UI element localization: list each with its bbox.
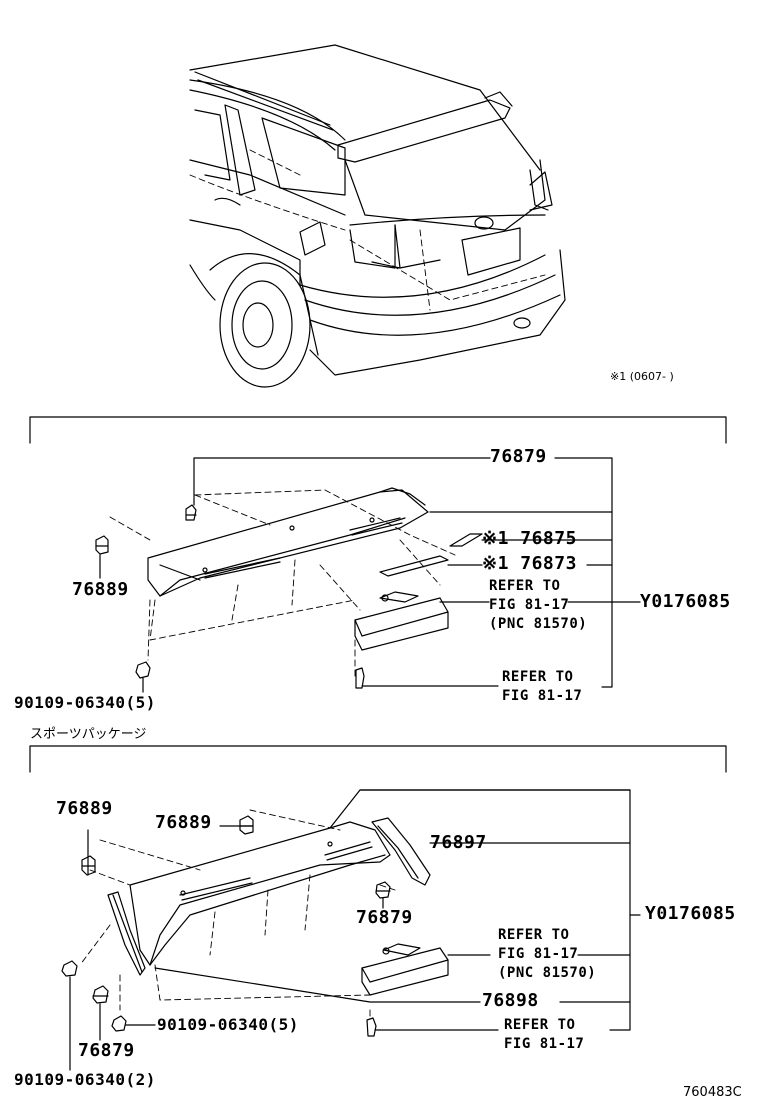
bolt-90109-5 — [112, 1016, 126, 1031]
refer-to-text: REFER TO — [504, 1017, 576, 1033]
part-76897 — [372, 818, 430, 885]
sports-package-heading: スポーツパッケージ — [30, 727, 147, 742]
refer-to-text: REFER TO — [502, 669, 574, 685]
refer-to-fig-block-1[interactable]: REFER TO FIG 81-17 (PNC 81570) — [489, 577, 587, 634]
refer-to-fig-block-4[interactable]: REFER TO FIG 81-17 — [504, 1016, 584, 1054]
section2-bracket — [30, 746, 726, 772]
bolt-90109 — [136, 662, 150, 678]
clip-76889-b — [240, 816, 253, 834]
part-number-76889-a[interactable]: 76889 — [56, 798, 113, 819]
assembly-number[interactable]: Y0176085 — [640, 591, 731, 612]
pnc-reference: (PNC 81570) — [498, 965, 597, 981]
refer-to-fig-block-2[interactable]: REFER TO FIG 81-17 — [502, 668, 582, 706]
clip-76889 — [96, 536, 108, 554]
part-number-76875[interactable]: ※1 76875 — [482, 528, 577, 549]
screw-lamp-1 — [356, 668, 364, 688]
stop-lamp-2 — [362, 944, 448, 995]
bolt-90109-2 — [62, 961, 77, 976]
vehicle-illustration — [190, 45, 565, 387]
part-76898 — [108, 892, 145, 975]
part-number-76879-b[interactable]: 76879 — [78, 1040, 135, 1061]
grommet-76879-a — [376, 882, 390, 898]
part-number-76879-a[interactable]: 76879 — [356, 907, 413, 928]
section1-spoiler — [148, 488, 428, 596]
part-76875 — [450, 534, 482, 546]
stop-lamp-1 — [355, 592, 448, 650]
fig-reference: FIG 81-17 — [504, 1036, 585, 1052]
screw-lamp-2 — [367, 1018, 376, 1036]
fig-reference: FIG 81-17 — [498, 946, 579, 962]
assembly-number-2[interactable]: Y0176085 — [645, 903, 736, 924]
refer-to-text: REFER TO — [489, 578, 561, 594]
refer-to-text: REFER TO — [498, 927, 570, 943]
refer-to-fig-block-3[interactable]: REFER TO FIG 81-17 (PNC 81570) — [498, 926, 596, 983]
part-number-76898[interactable]: 76898 — [482, 990, 539, 1011]
clip-76889-a — [82, 856, 95, 875]
part-number-76873[interactable]: ※1 76873 — [482, 553, 577, 574]
grommet-76879-b — [93, 986, 108, 1003]
bolt-number-90109-2[interactable]: 90109-06340(2) — [14, 1070, 156, 1089]
pnc-reference: (PNC 81570) — [489, 616, 588, 632]
part-number-76897[interactable]: 76897 — [430, 832, 487, 853]
section1-bracket — [30, 417, 726, 443]
vehicle-applicability-note: ※1 (0607- ) — [610, 370, 674, 383]
fig-reference: FIG 81-17 — [502, 688, 583, 704]
bolt-number-90109-5-b[interactable]: 90109-06340(5) — [157, 1015, 299, 1034]
part-number-76889[interactable]: 76889 — [72, 579, 129, 600]
grommet-76879 — [186, 505, 196, 520]
part-number-76889-b[interactable]: 76889 — [155, 812, 212, 833]
part-76873 — [380, 556, 448, 576]
fig-reference: FIG 81-17 — [489, 597, 570, 613]
part-number-76879[interactable]: 76879 — [490, 446, 547, 467]
figure-id: 760483C — [683, 1085, 742, 1100]
bolt-number-90109-5[interactable]: 90109-06340(5) — [14, 693, 156, 712]
